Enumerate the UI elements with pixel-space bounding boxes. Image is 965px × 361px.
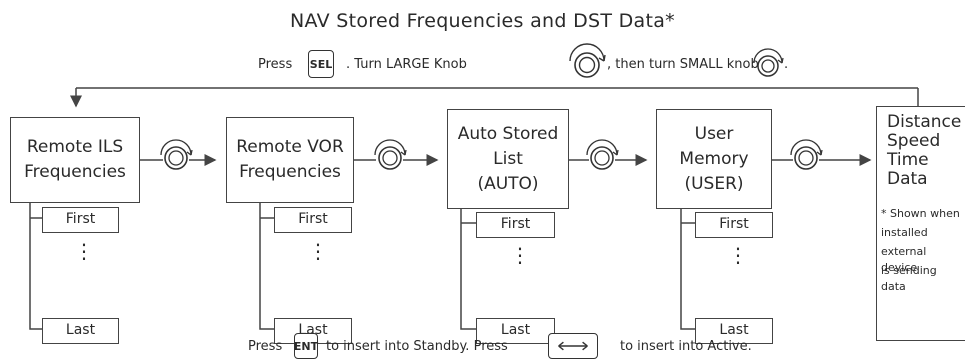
vor-dots: ⋮ <box>308 239 328 263</box>
top-instruction-mid: . Turn LARGE Knob <box>346 57 467 72</box>
return-path <box>70 87 919 108</box>
auto-dots: ⋮ <box>510 243 530 267</box>
bottom-instruction-mid: to insert into Standby. Press <box>326 339 508 354</box>
knob-icon <box>160 139 193 170</box>
remote-vor-line1: Remote VOR <box>236 137 344 157</box>
user-last: Last <box>695 318 773 344</box>
flow-arrow-1 <box>140 139 217 170</box>
user-first: First <box>695 212 773 238</box>
top-instruction-press: Press <box>258 57 293 72</box>
bottom-instruction-end: to insert into Active. <box>620 339 752 354</box>
user-memory-box: User Memory (USER) <box>656 109 772 209</box>
user-line2: Memory <box>679 148 749 169</box>
dst-line2: Speed <box>887 131 941 151</box>
swap-key <box>548 333 598 359</box>
top-instruction-end: . <box>784 57 789 72</box>
user-line1: User <box>694 123 734 144</box>
dst-note2: installed <box>881 226 928 239</box>
tree-ils <box>29 202 42 330</box>
dst-note4: is sending data <box>881 264 937 293</box>
bottom-instruction-press: Press <box>248 339 283 354</box>
sel-key: SEL <box>308 50 334 78</box>
flow-arrow-3 <box>569 139 648 170</box>
remote-ils-line1: Remote ILS <box>26 137 124 157</box>
ils-dots: ⋮ <box>74 239 94 263</box>
knob-icon <box>586 139 619 170</box>
remote-vor-box: Remote VOR Frequencies <box>226 117 354 203</box>
small-knob-icon <box>753 48 784 77</box>
ils-last: Last <box>42 318 119 344</box>
knob-icon <box>374 139 407 170</box>
tree-vor <box>259 202 274 330</box>
remote-vor-line2: Frequencies <box>239 162 341 182</box>
dst-line4: Data <box>887 169 928 189</box>
auto-line3: (AUTO) <box>477 173 539 194</box>
dst-line3: Time <box>887 150 929 170</box>
user-line3: (USER) <box>684 173 744 194</box>
dst-note3: external device <box>881 245 927 274</box>
knob-icon <box>790 139 823 170</box>
ils-first: First <box>42 207 119 233</box>
ent-key: ENT <box>294 333 318 359</box>
auto-stored-box: Auto Stored List (AUTO) <box>447 109 569 209</box>
auto-last: Last <box>476 318 555 344</box>
flow-arrow-2 <box>354 139 439 170</box>
top-instruction-then: , then turn SMALL knob <box>607 57 759 72</box>
auto-first: First <box>476 212 555 238</box>
vor-first: First <box>274 207 352 233</box>
tree-user <box>680 208 695 330</box>
dst-line1: Distance <box>887 112 962 132</box>
tree-auto <box>460 208 476 330</box>
remote-ils-box: Remote ILS Frequencies <box>10 117 140 203</box>
dst-note1: * Shown when <box>881 207 960 220</box>
large-knob-icon <box>569 43 606 78</box>
auto-line1: Auto Stored <box>457 123 559 144</box>
page-title: NAV Stored Frequencies and DST Data* <box>290 10 675 32</box>
dst-data-box: Distance Speed Time Data * Shown when in… <box>876 106 965 341</box>
auto-line2: List <box>493 148 523 169</box>
swap-arrow-icon <box>558 341 588 351</box>
user-dots: ⋮ <box>728 243 748 267</box>
remote-ils-line2: Frequencies <box>24 162 126 182</box>
flow-arrow-4 <box>772 139 872 170</box>
